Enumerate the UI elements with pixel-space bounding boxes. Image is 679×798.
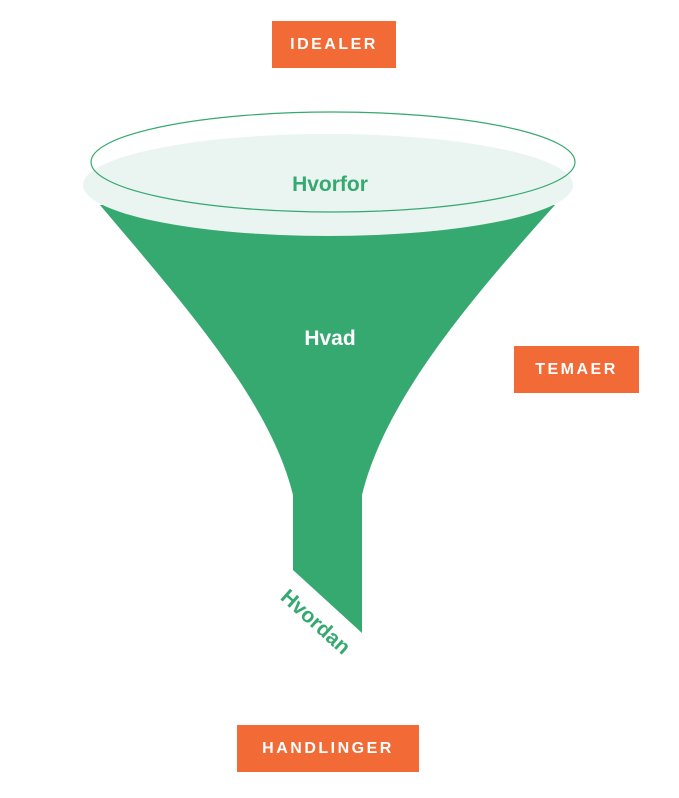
temaer-label: TEMAER	[514, 346, 639, 393]
funnel-body-label: Hvad	[304, 327, 355, 350]
funnel-rim-label: Hvorfor	[292, 173, 368, 196]
funnel-body	[100, 205, 555, 633]
handlinger-label: HANDLINGER	[237, 725, 419, 772]
funnel-rim	[83, 134, 573, 236]
idealer-label: IDEALER	[272, 21, 396, 68]
funnel-rim-outline	[90, 111, 576, 213]
